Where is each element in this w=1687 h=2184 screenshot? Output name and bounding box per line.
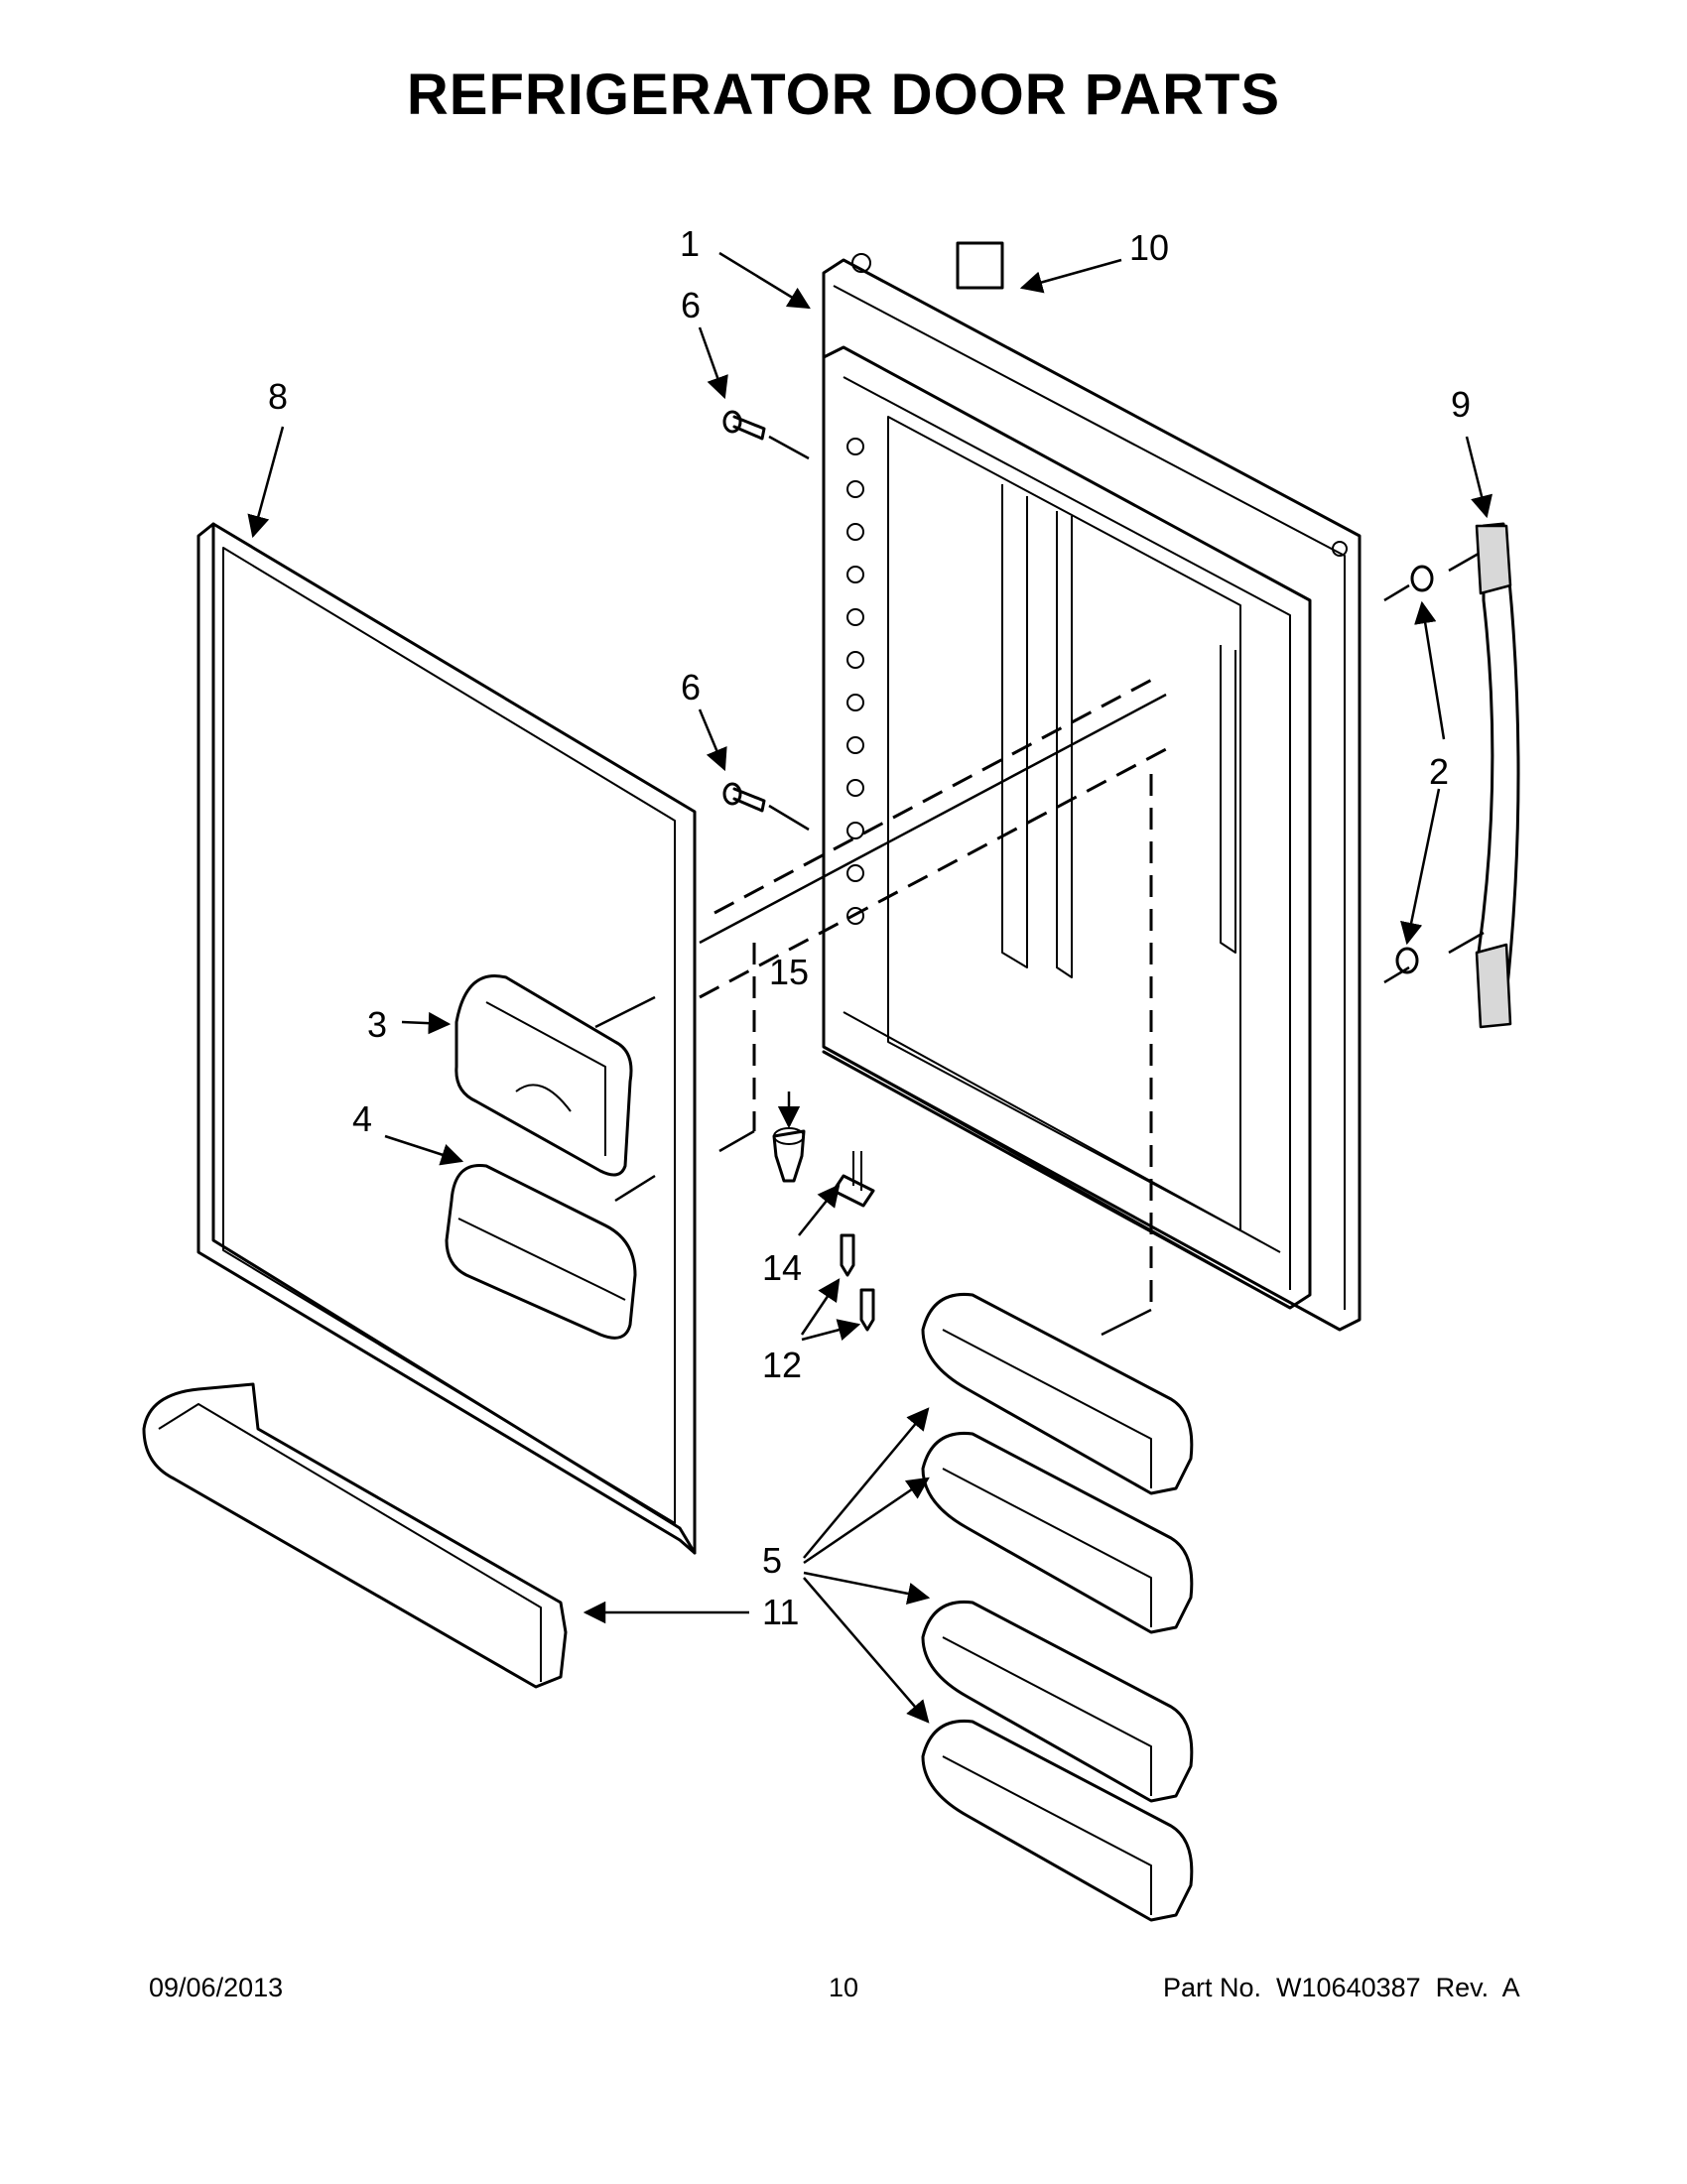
clip-part-15 — [772, 1127, 806, 1183]
door-bin-part-5-3 — [921, 1600, 1194, 1803]
callout-5: 5 — [762, 1540, 782, 1581]
footer-part-number: Part No. W10640387 Rev. A — [1163, 1973, 1520, 2002]
screw-part-12 — [840, 1233, 875, 1332]
callout-10: 10 — [1129, 227, 1169, 268]
door-panel-part-8 — [196, 522, 697, 1555]
leader-arrows — [247, 251, 1493, 1724]
handle-screw-part-2 — [1395, 565, 1434, 974]
callout-2: 2 — [1429, 751, 1449, 792]
callout-4: 4 — [352, 1098, 372, 1139]
dispenser-cover-part-3 — [454, 974, 633, 1177]
door-liner-part-1 — [822, 253, 1362, 1332]
door-bin-part-5-4 — [921, 1719, 1194, 1922]
screw-part-6-upper — [722, 410, 766, 441]
door-bin-part-5-2 — [921, 1431, 1194, 1634]
footer-page-number: 10 — [829, 1973, 859, 2002]
callout-6-upper: 6 — [681, 285, 701, 325]
bin-part-4 — [445, 1163, 637, 1340]
screw-part-6-lower — [722, 782, 766, 813]
assembly-lines — [594, 435, 1485, 1337]
handle-part-9 — [1475, 522, 1520, 1029]
callout-11: 11 — [762, 1592, 799, 1632]
callout-14: 14 — [762, 1247, 802, 1288]
footer-date: 09/06/2013 — [149, 1973, 284, 2002]
callout-8: 8 — [268, 376, 288, 417]
callout-labels: 1 10 6 8 9 6 2 15 3 4 14 12 5 11 — [268, 223, 1471, 1632]
door-shelf-part-11 — [142, 1382, 568, 1689]
door-bin-part-5-1 — [921, 1292, 1194, 1495]
callout-1: 1 — [680, 223, 700, 264]
page-title: REFRIGERATOR DOOR PARTS — [406, 63, 1281, 127]
callout-3: 3 — [367, 1004, 387, 1045]
label-part-10 — [956, 241, 1004, 290]
callout-6-lower: 6 — [681, 667, 701, 707]
callout-15: 15 — [769, 952, 809, 992]
bracket-part-14 — [832, 1151, 875, 1208]
callout-9: 9 — [1451, 384, 1471, 425]
callout-12: 12 — [762, 1345, 802, 1385]
